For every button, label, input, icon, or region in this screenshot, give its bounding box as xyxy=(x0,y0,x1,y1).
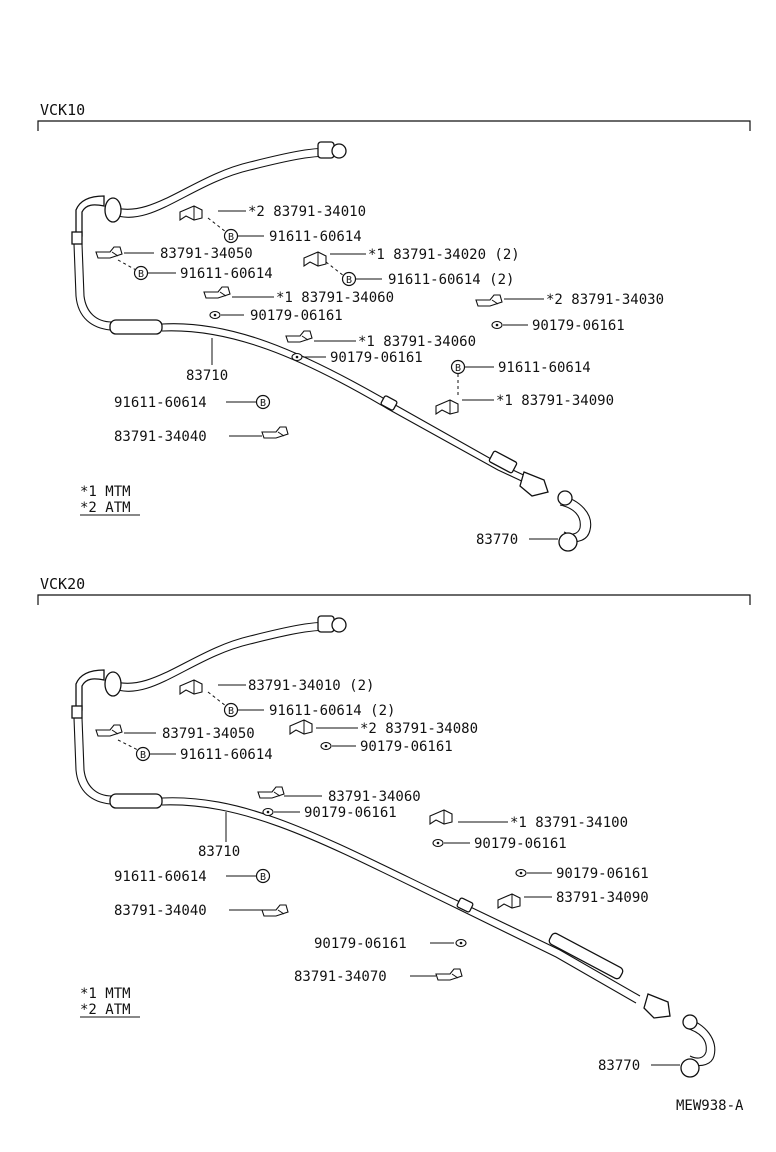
bolt-icon xyxy=(255,868,271,884)
legend-item: *1 MTM xyxy=(80,986,131,1002)
callout-part-number: *1 83791-34020 (2) xyxy=(368,247,520,263)
section-frame xyxy=(37,120,751,131)
section-title: VCK10 xyxy=(40,101,85,119)
callout-part-number: *1 83791-34060 xyxy=(358,334,476,350)
callout-part-number: 91611-60614 xyxy=(498,360,591,376)
callout-part-number: 83791-34090 xyxy=(556,890,649,906)
legend-item: *2 ATM xyxy=(80,500,131,516)
nut-icon xyxy=(262,807,274,817)
bracket-icon xyxy=(203,286,231,299)
callout-part-number: 83791-34050 xyxy=(160,246,253,262)
bracket-icon xyxy=(285,330,313,343)
bracket-icon xyxy=(257,786,285,799)
clamp-icon xyxy=(179,679,203,695)
callout-part-number: 83710 xyxy=(186,368,228,384)
callout-part-number: 91611-60614 xyxy=(114,395,207,411)
callout-part-number: 90179-06161 xyxy=(474,836,567,852)
bracket-icon xyxy=(95,724,123,737)
bolt-icon xyxy=(223,228,239,244)
section-vck20: VCK20 xyxy=(37,575,751,1078)
bolt-icon xyxy=(135,746,151,762)
callout-part-number: 83791-34040 xyxy=(114,903,207,919)
callout-part-number: *1 83791-34060 xyxy=(276,290,394,306)
callout-part-number: 83791-34040 xyxy=(114,429,207,445)
callout-part-number: 90179-06161 xyxy=(532,318,625,334)
bolt-icon xyxy=(341,271,357,287)
nut-icon xyxy=(291,352,303,362)
callout-part-number: 90179-06161 xyxy=(556,866,649,882)
callout-part-number: 90179-06161 xyxy=(250,308,343,324)
nut-icon xyxy=(432,838,444,848)
nut-icon xyxy=(491,320,503,330)
legend-item: *1 MTM xyxy=(80,484,131,500)
bolt-icon xyxy=(223,702,239,718)
callout-part-number: *2 83791-34010 xyxy=(248,204,366,220)
callout-part-number: 91611-60614 (2) xyxy=(269,703,395,719)
nut-icon xyxy=(455,938,467,948)
nut-icon xyxy=(320,741,332,751)
callout-part-number: 83791-34070 xyxy=(294,969,387,985)
speedometer-cable xyxy=(71,615,716,1078)
callout-part-number: 91611-60614 (2) xyxy=(388,272,514,288)
clamp-icon xyxy=(497,893,521,909)
figure-code: MEW938-A xyxy=(676,1098,744,1114)
clamp-icon xyxy=(429,809,453,825)
callout-part-number: *2 83791-34080 xyxy=(360,721,478,737)
callout-part-number: *2 83791-34030 xyxy=(546,292,664,308)
bolt-icon xyxy=(255,394,271,410)
callout-part-number: 83770 xyxy=(598,1058,640,1074)
callout-part-number: 90179-06161 xyxy=(360,739,453,755)
bracket-icon xyxy=(475,294,503,307)
clamp-icon xyxy=(303,251,327,267)
section-vck10: VCK10 xyxy=(37,101,751,552)
callout-part-number: 90179-06161 xyxy=(330,350,423,366)
clamp-icon xyxy=(179,205,203,221)
nut-icon xyxy=(515,868,527,878)
callout-part-number: 91611-60614 xyxy=(269,229,362,245)
callout-part-number: 83770 xyxy=(476,532,518,548)
callout-part-number: 91611-60614 xyxy=(114,869,207,885)
callout-part-number: 83791-34010 (2) xyxy=(248,678,374,694)
callout-part-number: 83710 xyxy=(198,844,240,860)
callout-part-number: 91611-60614 xyxy=(180,747,273,763)
nut-icon xyxy=(209,310,221,320)
bracket-icon xyxy=(435,968,463,981)
callout-part-number: 90179-06161 xyxy=(314,936,407,952)
callout-part-number: *1 83791-34100 xyxy=(510,815,628,831)
callout-part-number: 83791-34060 xyxy=(328,789,421,805)
section-title: VCK20 xyxy=(40,575,85,593)
clamp-icon xyxy=(289,719,313,735)
section-frame xyxy=(37,594,751,605)
clamp-icon xyxy=(435,399,459,415)
bolt-icon xyxy=(133,265,149,281)
bracket-icon xyxy=(95,246,123,259)
callout-part-number: 91611-60614 xyxy=(180,266,273,282)
callout-part-number: 90179-06161 xyxy=(304,805,397,821)
bracket-icon xyxy=(261,426,289,439)
callout-part-number: *1 83791-34090 xyxy=(496,393,614,409)
speedometer-cable xyxy=(71,141,592,552)
callout-part-number: 83791-34050 xyxy=(162,726,255,742)
bracket-icon xyxy=(261,904,289,917)
bolt-icon xyxy=(450,359,466,375)
legend-item: *2 ATM xyxy=(80,1002,131,1018)
